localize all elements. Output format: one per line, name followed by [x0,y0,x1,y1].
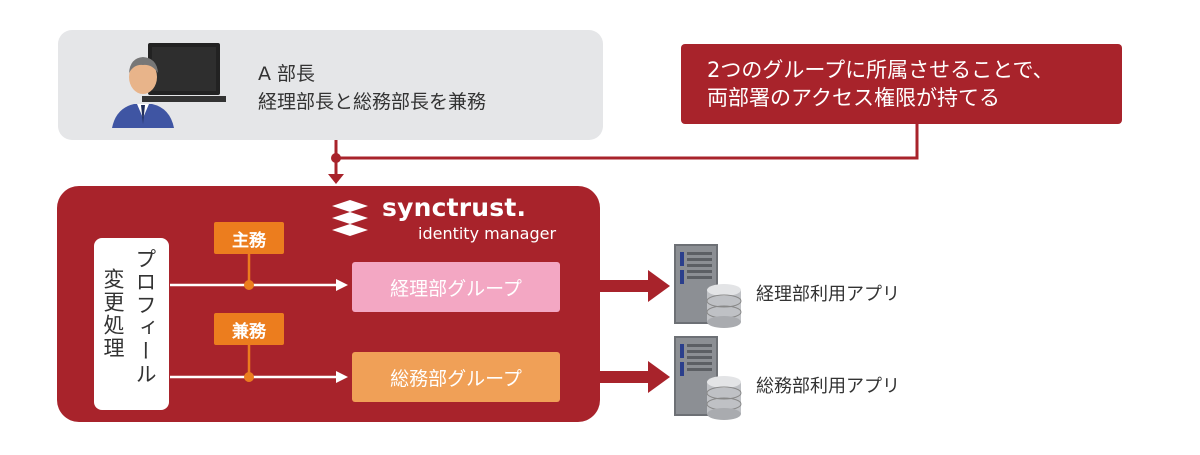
callout-line-1: 2つのグループに所属させることで、 [707,58,1054,82]
user-role: 経理部長と総務部長を兼務 [258,91,487,113]
synctrust-logo-icon [332,200,368,236]
arrowhead-accounting [336,279,348,291]
synctrust-logo-name: synctrust. [382,193,527,222]
callout-box: 2つのグループに所属させることで、 両部署のアクセス権限が持てる [681,44,1122,124]
arrowhead-app-general [648,361,670,393]
primary-role-badge: 主務 [214,222,284,254]
profile-change-box [94,238,169,410]
general-affairs-group-box: 総務部グループ [352,352,560,402]
database-icon [706,376,742,420]
arrowhead-app-accounting [648,270,670,302]
callout-connector [336,124,919,160]
arrowhead-general [336,371,348,383]
secondary-role-badge: 兼務 [214,313,284,345]
secondary-dot [244,372,254,382]
callout-line-2: 両部署のアクセス権限が持てる [707,86,1000,110]
arrow-shaft-general [600,371,650,383]
accounting-app-label: 経理部利用アプリ [756,284,900,305]
general-affairs-app-label: 総務部利用アプリ [756,376,900,397]
arrow-shaft-accounting [600,280,650,292]
user-at-laptop-icon [112,43,226,128]
user-title: A 部長 [258,63,316,85]
user-description: A 部長 経理部長と総務部長を兼務 [258,60,486,116]
down-arrowhead [328,174,344,184]
synctrust-logo-subtitle: identity manager [418,224,557,243]
profile-label-col2: 変更処理 [101,268,125,360]
primary-dot [244,280,254,290]
accounting-group-box: 経理部グループ [352,262,560,312]
database-icon [706,284,742,328]
profile-label-col1: プロフィール [133,248,157,386]
